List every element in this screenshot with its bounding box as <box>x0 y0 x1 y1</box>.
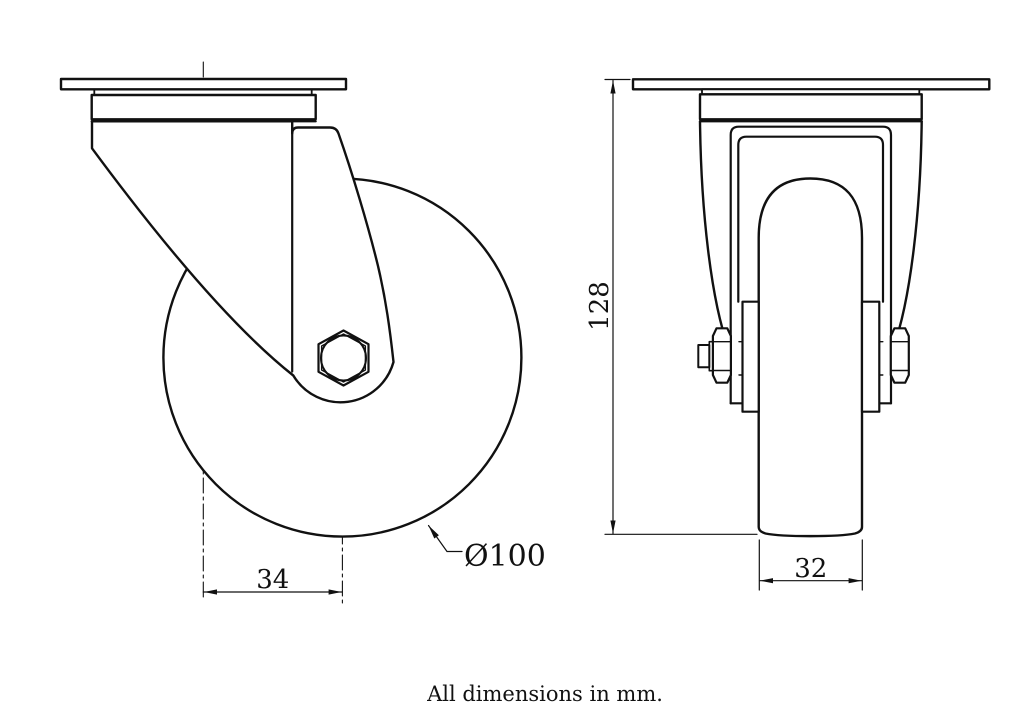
hub-washer-left-body <box>741 300 760 413</box>
dim-128-arrow-bottom <box>610 520 616 534</box>
axle-tip-body <box>697 344 711 369</box>
hub-washer-right <box>860 300 884 413</box>
swivel-housing-front <box>698 93 923 121</box>
dim-32-label: 32 <box>794 554 827 584</box>
axle-nut-right-front <box>889 327 910 384</box>
axle-nut-right-outline <box>889 327 910 384</box>
dimension-32 <box>758 539 863 591</box>
swivel-housing-side <box>90 93 317 121</box>
hub-washer-left <box>738 300 760 413</box>
dimensions-note: All dimensions in mm. <box>426 682 663 706</box>
dimension-128 <box>604 78 758 535</box>
leader-arrow <box>428 525 439 539</box>
dim-34-arrow-right <box>328 589 342 595</box>
fork-inner-contour-inner <box>737 135 885 303</box>
axle-nut-left-outline <box>711 327 732 384</box>
fork-leg-outer-right <box>892 120 923 350</box>
axle-end-circle <box>320 334 367 382</box>
dim-128-arrow-top <box>610 80 616 94</box>
hub-washer-right-body <box>860 300 881 413</box>
axle-nut-left-front <box>711 327 732 384</box>
hex-nut-chamfer <box>320 333 367 383</box>
dim-32-arrow-right <box>848 578 862 584</box>
hex-nut-outline <box>317 329 370 387</box>
wheel-outline-front <box>757 177 864 538</box>
mounting-plate-front <box>631 78 991 91</box>
mounting-plate-side <box>59 77 348 91</box>
leader-wheel-diameter <box>427 524 463 553</box>
side-view: 34 Ø100 <box>59 61 546 604</box>
axle-tip <box>697 340 714 372</box>
fork-inner-contour-outer <box>729 125 893 405</box>
dim-32-arrow-left <box>760 578 773 584</box>
fork-leg-outer-left <box>698 120 730 350</box>
swivel-fork-side <box>90 120 395 404</box>
dimension-34 <box>202 589 343 595</box>
axle-hex-nut-side <box>317 329 370 387</box>
dim-34-label: 34 <box>256 565 289 595</box>
dim-34-arrow-left <box>204 589 217 595</box>
front-view: 128 32 <box>585 78 991 591</box>
dim-128-label: 128 <box>585 281 615 331</box>
leader-line <box>427 524 463 553</box>
wheel-diameter-label: Ø100 <box>464 539 546 574</box>
